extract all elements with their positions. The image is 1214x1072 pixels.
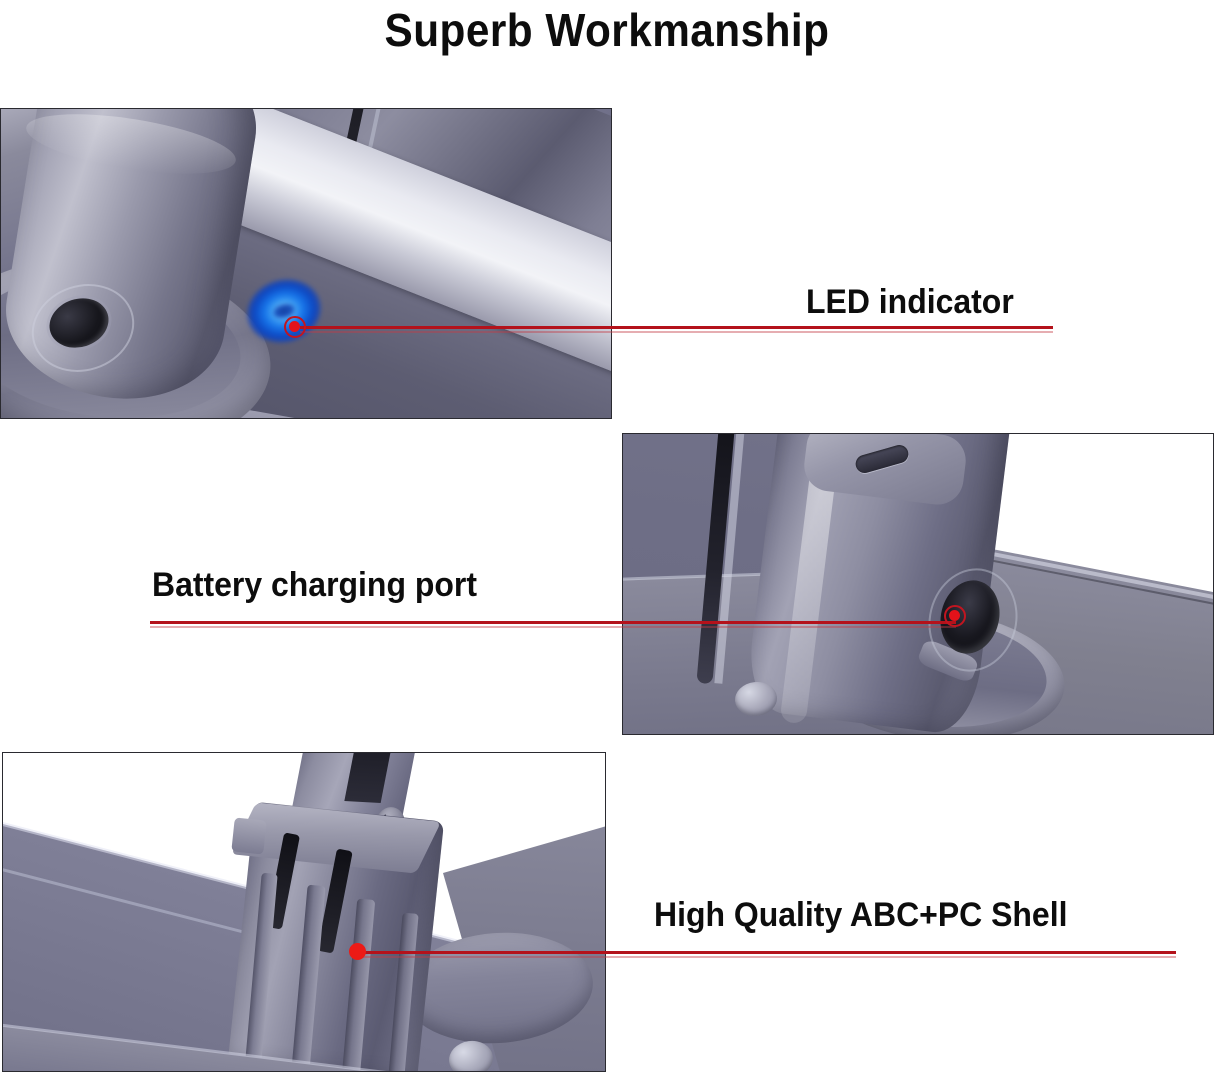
marker-dot-led-indicator [289,321,300,332]
marker-ring-led-indicator [284,316,306,338]
leader-line-charging-port [150,621,956,624]
page-title: Superb Workmanship [384,4,830,56]
leader-line-shell-sheen [358,956,1176,958]
callout-label-shell: High Quality ABC+PC Shell [654,896,1068,934]
panel3-shell-lip [231,817,267,855]
callout-label-led-indicator: LED indicator [806,283,1014,321]
panel-led-indicator [0,108,612,419]
marker-ring-charging-port [944,605,966,627]
marker-dot-shell [349,943,366,960]
panel-charging-port [622,433,1214,735]
panel-shell [2,752,606,1072]
marker-dot-charging-port [949,610,960,621]
callout-label-charging-port: Battery charging port [152,566,477,604]
leader-line-led-indicator-sheen [300,331,1053,333]
leader-line-charging-port-sheen [150,626,956,628]
leader-line-shell [358,951,1176,954]
leader-line-led-indicator [300,326,1053,329]
